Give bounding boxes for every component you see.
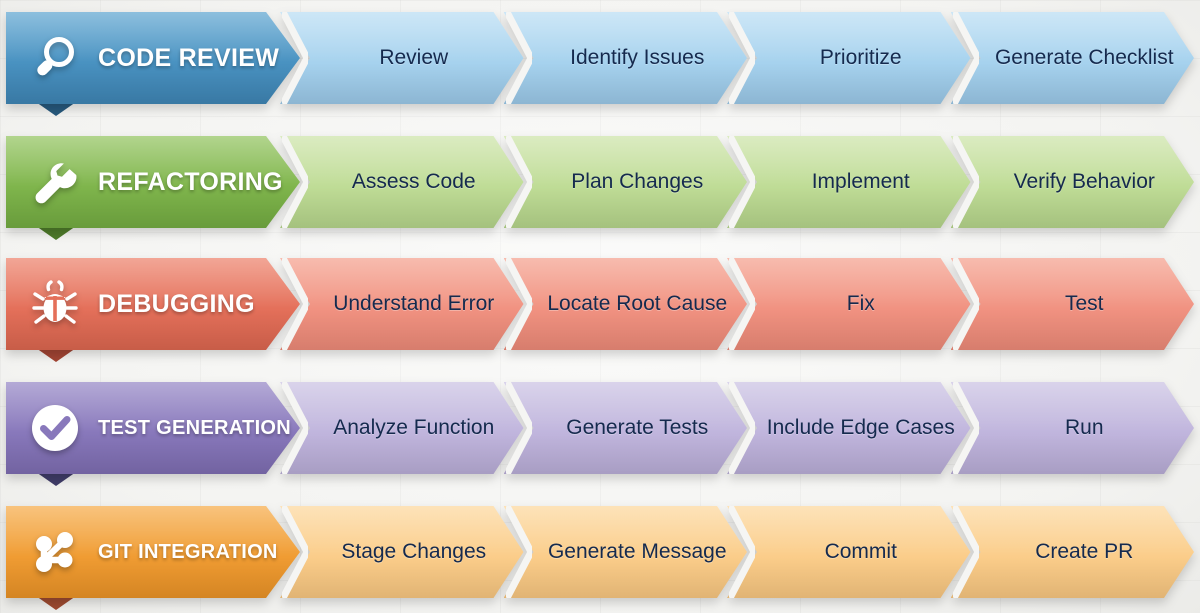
category-header-git-integration[interactable]: GIT INTEGRATION: [6, 506, 300, 598]
workflow-step-test-generation-3[interactable]: Include Edge Cases: [727, 382, 971, 474]
check-circle-icon: [28, 401, 82, 455]
workflow-row-code-review: CODE REVIEW Review Identify Issues Prioriti…: [0, 10, 1200, 116]
workflow-step-test-generation-4[interactable]: Run: [951, 382, 1195, 474]
workflow-step-git-integration-4[interactable]: Create PR: [951, 506, 1195, 598]
step-label: Prioritize: [819, 46, 902, 69]
step-label: Review: [379, 46, 449, 69]
category-header-code-review[interactable]: CODE REVIEW: [6, 12, 300, 104]
step-label: Analyze Function: [333, 416, 495, 439]
step-label: Generate Message: [547, 540, 727, 563]
category-header-refactoring[interactable]: REFACTORING: [6, 136, 300, 228]
category-label: REFACTORING: [98, 167, 283, 196]
workflow-step-refactoring-2[interactable]: Plan Changes: [504, 136, 748, 228]
workflow-step-code-review-1[interactable]: Review: [280, 12, 524, 104]
ribbon-debugging: DEBUGGING Understand Error Locate Root Cau…: [6, 256, 1195, 352]
ribbon-refactoring: REFACTORING Assess Code Plan Changes Implem…: [6, 134, 1195, 230]
workflow-row-debugging: DEBUGGING Understand Error Locate Root Cau…: [0, 256, 1200, 362]
workflow-step-code-review-3[interactable]: Prioritize: [727, 12, 971, 104]
step-label: Plan Changes: [571, 170, 704, 193]
step-label: Generate Tests: [566, 416, 709, 439]
ribbon-fold: [36, 596, 76, 610]
category-label: TEST GENERATION: [98, 416, 292, 439]
ribbon-git-integration: GIT INTEGRATION Stage Changes Generate Mes…: [6, 504, 1195, 600]
step-label: Fix: [846, 292, 875, 315]
git-branch-icon: [28, 525, 82, 579]
magnifier-icon: [28, 31, 82, 85]
workflow-step-code-review-2[interactable]: Identify Issues: [504, 12, 748, 104]
step-label: Locate Root Cause: [547, 292, 728, 315]
ribbon-fold: [36, 348, 76, 362]
workflow-step-git-integration-2[interactable]: Generate Message: [504, 506, 748, 598]
step-label: Generate Checklist: [994, 46, 1174, 69]
wrench-icon: [28, 155, 82, 209]
workflow-row-test-generation: TEST GENERATION Analyze Function Generate …: [0, 380, 1200, 486]
workflow-step-test-generation-1[interactable]: Analyze Function: [280, 382, 524, 474]
workflow-step-test-generation-2[interactable]: Generate Tests: [504, 382, 748, 474]
ribbon-test-generation: TEST GENERATION Analyze Function Generate …: [6, 380, 1195, 476]
workflow-step-debugging-1[interactable]: Understand Error: [280, 258, 524, 350]
step-label: Assess Code: [351, 170, 476, 193]
workflow-step-git-integration-3[interactable]: Commit: [727, 506, 971, 598]
step-label: Implement: [811, 170, 910, 193]
workflow-step-code-review-4[interactable]: Generate Checklist: [951, 12, 1195, 104]
step-label: Verify Behavior: [1013, 170, 1155, 193]
ribbon-code-review: CODE REVIEW Review Identify Issues Prioriti…: [6, 10, 1195, 106]
step-label: Include Edge Cases: [766, 416, 955, 439]
workflow-step-refactoring-1[interactable]: Assess Code: [280, 136, 524, 228]
workflow-step-refactoring-4[interactable]: Verify Behavior: [951, 136, 1195, 228]
workflow-row-refactoring: REFACTORING Assess Code Plan Changes Implem…: [0, 134, 1200, 240]
workflow-step-debugging-2[interactable]: Locate Root Cause: [504, 258, 748, 350]
category-header-test-generation[interactable]: TEST GENERATION: [6, 382, 300, 474]
bug-icon: [28, 277, 82, 331]
step-label: Commit: [824, 540, 897, 563]
category-label: DEBUGGING: [98, 289, 255, 318]
ribbon-fold: [36, 226, 76, 240]
step-label: Create PR: [1035, 540, 1134, 563]
workflow-step-git-integration-1[interactable]: Stage Changes: [280, 506, 524, 598]
category-label: CODE REVIEW: [98, 43, 280, 72]
category-label: GIT INTEGRATION: [98, 540, 278, 563]
step-label: Stage Changes: [341, 540, 487, 563]
ribbon-fold: [36, 102, 76, 116]
ribbon-fold: [36, 472, 76, 486]
step-label: Test: [1064, 292, 1104, 315]
step-label: Understand Error: [333, 292, 495, 315]
workflow-step-debugging-4[interactable]: Test: [951, 258, 1195, 350]
workflow-step-debugging-3[interactable]: Fix: [727, 258, 971, 350]
step-label: Run: [1064, 416, 1104, 439]
workflow-step-refactoring-3[interactable]: Implement: [727, 136, 971, 228]
step-label: Identify Issues: [570, 46, 705, 69]
category-header-debugging[interactable]: DEBUGGING: [6, 258, 300, 350]
workflow-row-git-integration: GIT INTEGRATION Stage Changes Generate Mes…: [0, 504, 1200, 610]
